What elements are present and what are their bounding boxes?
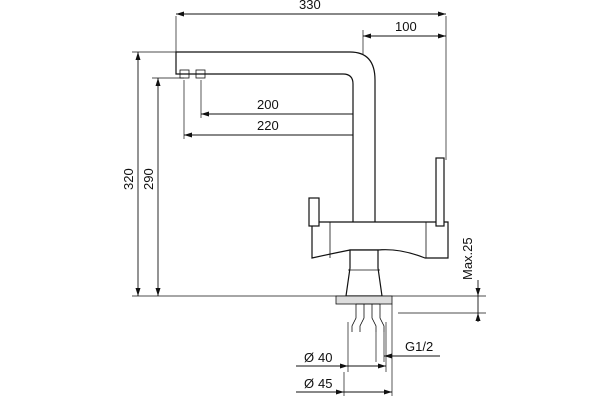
diameter-symbol-45: Ø [304, 376, 314, 391]
dim-diameter-40: Ø 40 [296, 322, 387, 372]
diameter-symbol-40: Ø [304, 350, 314, 365]
dim-max-25: Max.25 [460, 237, 481, 322]
dim-100: 100 [362, 19, 446, 70]
dim-200: 200 [200, 80, 363, 118]
dim-diameter-45-label: 45 [318, 376, 332, 391]
dim-diameter-45: Ø 45 [296, 304, 393, 396]
dim-100-label: 100 [395, 19, 417, 34]
aerator-left [179, 69, 190, 79]
dim-diameter-40-label: 40 [318, 350, 332, 365]
dim-220: 220 [183, 80, 363, 139]
dim-330: 330 [175, 0, 447, 160]
faucet-base [345, 249, 383, 297]
dim-220-label: 220 [257, 118, 279, 133]
countertop-line [132, 295, 486, 314]
supply-hoses [351, 303, 385, 332]
dim-thread: G1/2 [375, 332, 440, 362]
dim-200-label: 200 [257, 97, 279, 112]
faucet-spout [175, 51, 376, 226]
dim-max-25-label: Max.25 [460, 237, 475, 280]
dim-320-label: 320 [121, 168, 136, 190]
right-lever [435, 157, 445, 227]
dim-290: 290 [141, 77, 184, 296]
aerator-right [195, 69, 206, 79]
dim-290-label: 290 [141, 168, 156, 190]
dim-thread-label: G1/2 [405, 339, 433, 354]
faucet-body [311, 221, 449, 259]
countertop-fitting [335, 295, 393, 305]
left-lever [308, 197, 320, 227]
faucet [175, 51, 449, 332]
dim-330-label: 330 [299, 0, 321, 12]
dim-320: 320 [121, 51, 176, 296]
